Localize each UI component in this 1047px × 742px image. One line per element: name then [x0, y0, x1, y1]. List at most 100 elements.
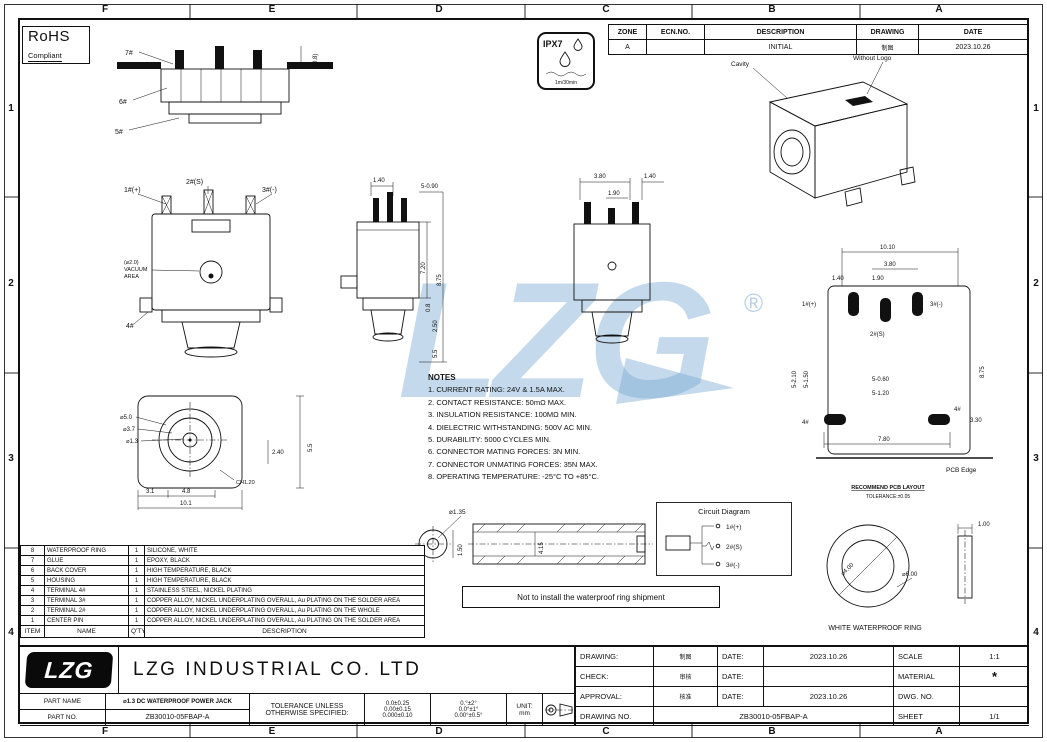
tolerance-linear-3: 0.000±0.10 [382, 712, 413, 719]
sheet-label: SHEET [893, 707, 959, 726]
bom-description: COPPER ALLOY, NICKEL UNDERPLATING OVERAL… [144, 595, 425, 606]
tolerance-angular-values: 0.°±2° 0.0°±1° 0.00°±0.5° [431, 694, 507, 726]
tolerance-angular-3: 0.00°±0.5° [454, 712, 483, 719]
circuit-title: Circuit Diagram [698, 507, 750, 516]
bom-name: TERMINAL 4# [44, 585, 129, 596]
revision-header-zone: ZONE [609, 25, 647, 39]
revision-description: INITIAL [705, 40, 857, 54]
rohs-box: RoHS Compliant [22, 26, 90, 64]
dim-3-1: 3.1 [146, 489, 155, 495]
approval-label: APPROVAL: [575, 687, 653, 707]
bom-qty: 1 [128, 565, 145, 576]
tolerance-linear-values: 0.0±0.25 0.00±0.15 0.000±0.10 [365, 694, 431, 726]
plug-linework [415, 515, 653, 565]
dim-1-90: 1.90 [872, 276, 884, 282]
note-item: 8. OPERATING TEMPERATURE: -25°C TO +85°C… [428, 472, 599, 482]
bom-row: 7 GLUE 1 EPOXY, BLACK [20, 555, 425, 566]
view-isometric: Cavity Without Logo [731, 55, 916, 207]
bom-row: 2 TERMINAL 2# 1 COPPER ALLOY, NICKEL UND… [20, 605, 425, 616]
dim-5-0-60: 5-0.60 [872, 377, 890, 383]
notes-title: NOTES [428, 373, 456, 382]
side-linework [340, 182, 447, 363]
zone-label-right: 4 [1033, 627, 1039, 638]
zone-label-left: 3 [8, 453, 14, 464]
dim-5-0-90: 5-0.90 [421, 184, 439, 190]
bom-qty: 1 [128, 575, 145, 586]
bom-row: 6 BACK COVER 1 HIGH TEMPERATURE, BLACK [20, 565, 425, 576]
dim-5-1-20: 5-1.20 [872, 391, 890, 397]
date-label: DATE: [717, 647, 763, 667]
dim-1-40: 1.40 [373, 178, 385, 184]
tolerance-label-line1: TOLERANCE UNLESS [270, 702, 344, 710]
note-item: 6. CONNECTOR MATING FORCES: 3N MIN. [428, 447, 581, 457]
unit-cell: UNIT: mm [507, 694, 543, 726]
label-pin4-left: 4# [802, 420, 809, 426]
dim-1-50: 1.50 [458, 544, 464, 556]
company-name: LZG INDUSTRIAL CO. LTD [119, 647, 575, 694]
dim-4-15: 4.15 [539, 542, 545, 554]
projection-symbol [543, 694, 575, 726]
label-pcb-tolerance: TOLERANCE:±0.05 [866, 494, 911, 500]
dim-ch-1-20: CH1.20 [236, 480, 255, 486]
dim-2-40: 2.40 [272, 450, 284, 456]
dim-8-75: 8.75 [437, 274, 443, 286]
material-value: * [959, 667, 1029, 687]
note-item: 1. CURRENT RATING: 24V & 1.5A MAX. [428, 385, 565, 395]
circuit-pin2: 2#(S) [726, 544, 742, 551]
tolerance-label: TOLERANCE UNLESS OTHERWISE SPECIFIED: [250, 694, 365, 726]
bom-row: 3 TERMINAL 3# 1 COPPER ALLOY, NICKEL UND… [20, 595, 425, 606]
view-side: 1.40 5-0.90 7.20 8.75 0.8 2.50 5.5 [340, 178, 447, 363]
bom-description: HIGH TEMPERATURE, BLACK [144, 565, 425, 576]
dim-1-40: 1.40 [832, 276, 844, 282]
bottom-linework [135, 395, 304, 510]
title-block: LZG LZG INDUSTRIAL CO. LTD PART NAME ⌀1.… [20, 645, 1029, 726]
approval-date: 2023.10.26 [763, 687, 893, 707]
dim-7-20: 7.20 [421, 262, 427, 274]
dim-5-5: 5.5 [433, 349, 439, 358]
logo-text: LZG [24, 652, 114, 688]
bom-item: 1 [20, 615, 45, 626]
bom-item: 4 [20, 585, 45, 596]
registered-mark-watermark: ® [744, 288, 764, 318]
label-pin1: 1#(+) [124, 187, 141, 194]
label-part-6: 6# [119, 99, 127, 106]
bom-header-qty: Q'TY [128, 625, 145, 638]
zone-label-top: D [435, 4, 443, 15]
bom-item: 7 [20, 555, 45, 566]
bom-name: BACK COVER [44, 565, 129, 576]
ipx7-duration: 1m/30min [555, 80, 577, 86]
tolerance-linear-1: 0.0±0.25 [385, 700, 410, 707]
bom-item: 2 [20, 605, 45, 616]
bom-header-name: NAME [44, 625, 129, 638]
bom-item: 5 [20, 575, 45, 586]
tolerance-linear-2: 0.00±0.15 [384, 706, 411, 713]
zone-label-bottom: E [268, 726, 276, 737]
revision-zone: A [609, 40, 647, 54]
zone-label-bottom: B [768, 726, 776, 737]
scale-label: SCALE [893, 647, 959, 667]
revision-ecn [647, 40, 705, 54]
label-without-logo: Without Logo [853, 55, 892, 62]
rear-linework [573, 178, 664, 344]
revision-date: 2023.10.26 [955, 43, 991, 51]
dim-8-75: 8.75 [980, 366, 986, 378]
zone-label-top: A [935, 4, 943, 15]
dim-4-8: 4.8 [182, 489, 191, 495]
revision-header-row: ZONE ECN.NO. DESCRIPTION DRAWING DATE [609, 25, 1027, 40]
front-linework [133, 186, 283, 358]
label-pcb-edge: PCB Edge [946, 467, 977, 474]
label-pin2: 2#(S) [186, 179, 203, 186]
zone-label-top: E [268, 4, 276, 15]
bom-name: TERMINAL 2# [44, 605, 129, 616]
zone-label-right: 3 [1033, 453, 1039, 464]
label-vacuum-dia: (⌀2.0) [124, 260, 139, 266]
lzg-watermark: LZG [398, 248, 716, 432]
approval-table: DRAWING: 制图 DATE: 2023.10.26 SCALE 1:1 C… [575, 647, 1029, 726]
label-recommend-pcb-layout: RECOMMEND PCB LAYOUT [851, 485, 925, 491]
label-vacuum-area: AREA [124, 274, 139, 280]
dia-1-3: ⌀1.3 [126, 439, 139, 445]
scale-value: 1:1 [959, 647, 1029, 667]
zone-label-right: 1 [1033, 103, 1039, 114]
revision-header-drawing: DRAWING [857, 25, 919, 39]
water-drop-icon [559, 38, 583, 67]
